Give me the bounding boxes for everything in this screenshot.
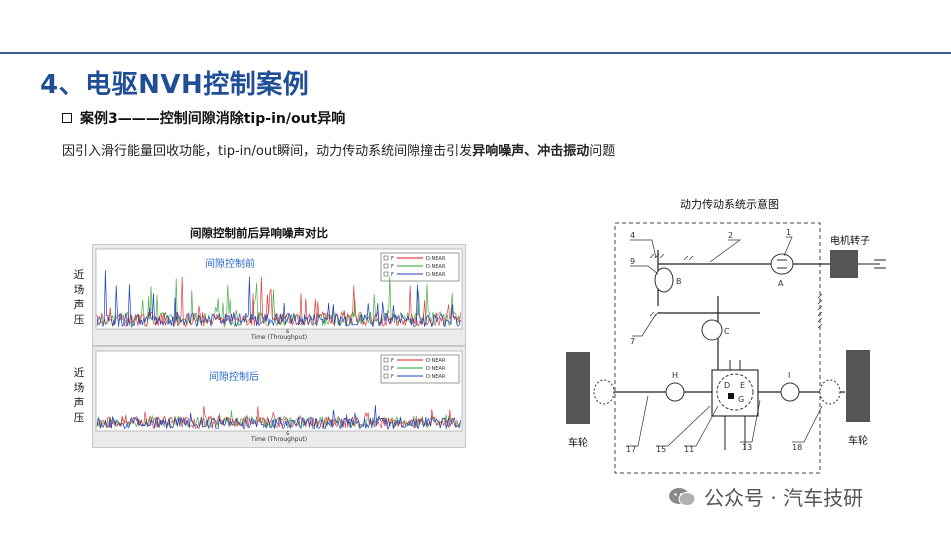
svg-text:D:NEAR: D:NEAR [426, 264, 446, 270]
svg-text:D:NEAR: D:NEAR [426, 256, 446, 262]
label-d: D [724, 381, 730, 390]
noise-plot-after: 间隙控制后 F D:NEAR F D:NEAR F D:NEAR Time (Throug… [95, 350, 463, 443]
svg-text:F: F [391, 272, 394, 278]
leader-lines [626, 236, 823, 447]
label-g: G [738, 395, 744, 404]
svg-text:15: 15 [656, 445, 666, 454]
joint-h [665, 382, 685, 402]
description: 因引入滑行能量回收功能，tip-in/out瞬间，动力传动系统间隙撞击引发异响噪… [62, 140, 615, 159]
x-axis-label-after: Time (Throughput) [250, 436, 307, 443]
motor-rotor-block [830, 250, 858, 278]
wheel-left-label: 车轮 [568, 436, 588, 449]
page-title: 4、电驱NVH控制案例 [40, 70, 310, 100]
desc-separator: 、 [524, 144, 538, 159]
panel-before-label: 间隙控制前 [205, 257, 255, 270]
legend-before: F D:NEAR F D:NEAR F D:NEAR [380, 252, 460, 282]
label-e: E [740, 381, 745, 390]
panel-after-label: 间隙控制后 [209, 370, 259, 383]
case-title: 案例3———控制间隙消除tip-in/out异响 [80, 111, 346, 127]
ground-hatch [649, 253, 694, 317]
noise-panel-after: 间隙控制后 F D:NEAR F D:NEAR F D:NEAR Time (Throug… [92, 346, 466, 448]
watermark: 公众号 · 汽车技研 [668, 482, 863, 511]
svg-text:7: 7 [630, 337, 635, 346]
svg-text:D:NEAR: D:NEAR [426, 358, 446, 364]
desc-suffix: 问题 [589, 144, 616, 159]
case-bullet: 案例3———控制间隙消除tip-in/out异响 [62, 108, 345, 128]
svg-text:F: F [391, 374, 394, 380]
chart-title: 间隙控制前后异响噪声对比 [190, 226, 328, 240]
wheel-right [846, 350, 870, 422]
y-axis-label-bottom: 近场声压 [73, 367, 85, 424]
svg-text:9: 9 [630, 257, 635, 266]
joint-right-outer [819, 379, 841, 405]
joint-left-outer [593, 379, 615, 405]
bearing-a [770, 253, 794, 275]
svg-text:18: 18 [792, 443, 802, 452]
svg-text:F: F [391, 256, 394, 262]
powertrain-diagram: 电机转子 A B C D E G H I 车轮 车轮 [566, 222, 886, 474]
x-axis-label-before: Time (Throughput) [250, 334, 307, 341]
wheel-left [566, 352, 590, 424]
label-b: B [676, 277, 682, 286]
svg-text:D:NEAR: D:NEAR [426, 366, 446, 372]
x-tick-after: s [286, 430, 289, 437]
desc-bold-noise: 异响噪声 [472, 144, 525, 159]
svg-text:4: 4 [630, 231, 635, 240]
noise-panel-before: 间隙控制前 F D:NEAR F D:NEAR F D:NEAR Time (Throug… [92, 244, 466, 346]
svg-text:1: 1 [786, 228, 791, 237]
wheel-right-label: 车轮 [848, 434, 868, 447]
y-axis-label-top: 近场声压 [73, 269, 85, 326]
label-c: C [724, 327, 730, 336]
diff-pin [728, 393, 734, 399]
label-a: A [778, 279, 784, 288]
square-bullet-icon [62, 113, 72, 123]
svg-text:F: F [391, 264, 394, 270]
noise-plot-before: 间隙控制前 F D:NEAR F D:NEAR F D:NEAR Time (Throug… [95, 248, 463, 341]
diagram-title: 动力传动系统示意图 [680, 198, 779, 211]
svg-text:D:NEAR: D:NEAR [426, 272, 446, 278]
svg-text:2: 2 [728, 231, 733, 240]
svg-text:13: 13 [742, 443, 752, 452]
x-tick-before: s [286, 328, 289, 335]
label-h: H [672, 371, 678, 380]
svg-text:11: 11 [684, 445, 694, 454]
svg-text:17: 17 [626, 445, 636, 454]
desc-text: 因引入滑行能量回收功能，tip-in/out瞬间，动力传动系统间隙撞击引发 [62, 144, 473, 159]
differential-housing [711, 369, 759, 417]
desc-bold-vibration: 冲击振动 [537, 144, 590, 159]
watermark-text: 公众号 · 汽车技研 [704, 486, 864, 510]
svg-text:D:NEAR: D:NEAR [426, 374, 446, 380]
header-rule [0, 52, 951, 54]
housing-outline [614, 222, 821, 474]
wechat-icon [669, 487, 696, 506]
housing-hatch [817, 293, 823, 329]
legend-after: F D:NEAR F D:NEAR F D:NEAR [380, 354, 460, 384]
motor-label: 电机转子 [830, 234, 870, 247]
svg-text:F: F [391, 366, 394, 372]
joint-i [780, 382, 800, 402]
svg-text:F: F [391, 358, 394, 364]
part-numbers: 4 2 1 9 7 17 15 11 13 18 [626, 228, 802, 454]
label-i: I [788, 371, 790, 380]
